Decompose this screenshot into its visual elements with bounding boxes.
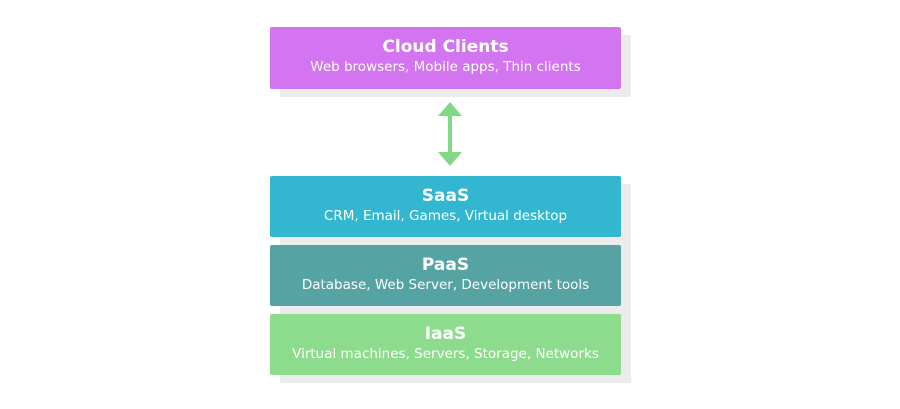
- double-arrow-icon: [438, 102, 462, 166]
- arrow-head-down: [438, 152, 462, 166]
- cloud-clients-box: Cloud Clients Web browsers, Mobile apps,…: [270, 27, 621, 89]
- cloud-clients-subtitle: Web browsers, Mobile apps, Thin clients: [310, 59, 581, 75]
- arrow-head-up: [438, 102, 462, 116]
- saas-box: SaaS CRM, Email, Games, Virtual desktop: [270, 176, 621, 237]
- paas-box: PaaS Database, Web Server, Development t…: [270, 245, 621, 306]
- paas-title: PaaS: [421, 255, 470, 275]
- saas-subtitle: CRM, Email, Games, Virtual desktop: [323, 208, 568, 224]
- saas-title: SaaS: [421, 186, 470, 206]
- paas-subtitle: Database, Web Server, Development tools: [301, 277, 590, 293]
- iaas-title: IaaS: [424, 324, 467, 344]
- iaas-box: IaaS Virtual machines, Servers, Storage,…: [270, 314, 621, 375]
- iaas-subtitle: Virtual machines, Servers, Storage, Netw…: [292, 346, 599, 362]
- cloud-clients-title: Cloud Clients: [382, 37, 509, 57]
